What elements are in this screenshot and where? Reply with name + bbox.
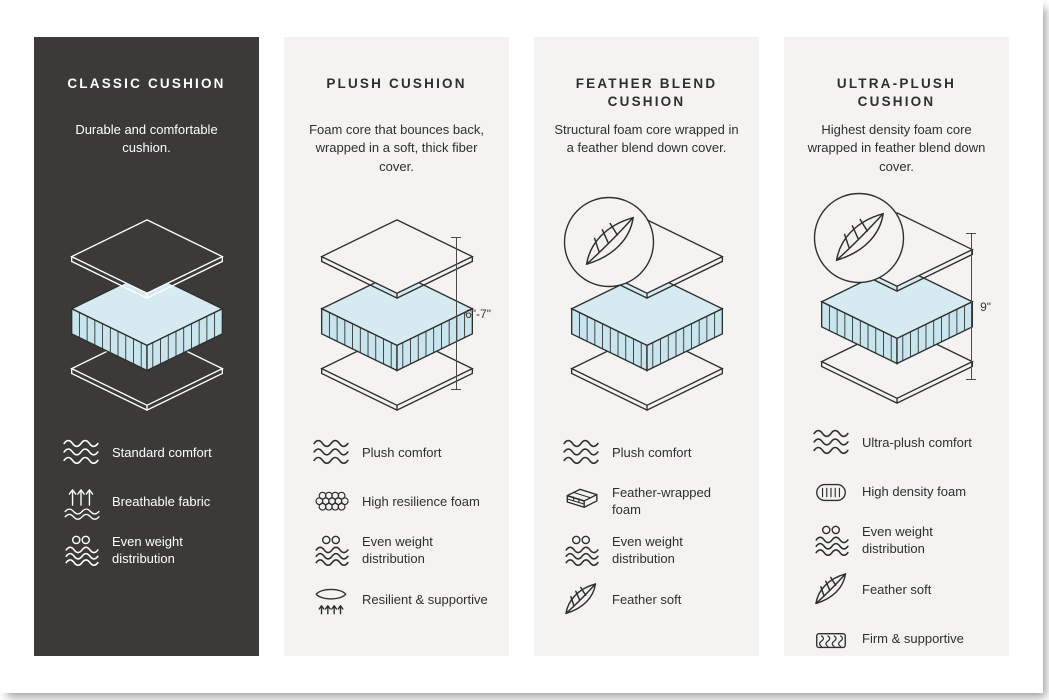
card-description: Durable and comfortable cushion. — [75, 122, 218, 156]
dimension-label: 9" — [980, 299, 991, 314]
feature-list: Plush comfort Feather-wrapped foam Even … — [552, 436, 741, 617]
waves-icon — [313, 439, 349, 465]
card-ultra-plush-cushion: ULTRA-PLUSH CUSHION Highest density foam… — [784, 37, 1009, 656]
cushion-illustration: 6"-7" — [302, 207, 491, 422]
feature-label: Feather-wrapped foam — [612, 485, 711, 517]
feature-label: Even weight distribution — [612, 534, 683, 566]
feature-row: Standard comfort — [62, 436, 241, 470]
card-title: FEATHER BLEND CUSHION — [575, 76, 718, 109]
cushion-illustration — [552, 196, 741, 422]
feature-label: Breathable fabric — [112, 493, 211, 509]
even-weight-icon — [565, 535, 599, 567]
feature-row: Firm & supportive — [812, 622, 991, 656]
waves-icon — [813, 429, 849, 455]
firm-supportive-icon — [815, 632, 847, 649]
feature-row: Feather soft — [562, 583, 741, 617]
card-classic-cushion: CLASSIC CUSHION Durable and comfortable … — [34, 37, 259, 656]
even-weight-icon — [315, 535, 349, 567]
even-weight-icon — [815, 525, 849, 557]
feature-row: Feather soft — [812, 573, 991, 607]
even-weight-icon — [65, 535, 99, 567]
feature-row: Plush comfort — [312, 436, 491, 470]
card-header: FEATHER BLEND CUSHION Structural foam co… — [552, 75, 741, 207]
feature-list: Plush comfort High resilience foam Even … — [302, 436, 491, 617]
dimension-label: 6"-7" — [465, 306, 491, 321]
dimension-line — [451, 237, 462, 390]
feature-label: Plush comfort — [612, 444, 692, 460]
feature-row: Even weight distribution — [562, 534, 741, 568]
high-density-icon — [815, 483, 847, 502]
feature-list: Standard comfort Breathable fabric Even … — [52, 436, 241, 568]
feature-label: Standard comfort — [112, 444, 212, 460]
height-dimension: 6"-7" — [451, 237, 491, 390]
feature-label: Feather soft — [612, 591, 682, 607]
feature-row: Ultra-plush comfort — [812, 426, 991, 460]
card-description: Highest density foam core wrapped in fea… — [807, 122, 986, 174]
feature-row: Plush comfort — [562, 436, 741, 470]
cushion-illustration: 9" — [802, 193, 991, 412]
card-description: Foam core that bounces back, wrapped in … — [309, 122, 484, 174]
feature-row: Resilient & supportive — [312, 583, 491, 617]
feather-badge-icon — [813, 193, 905, 284]
card-plush-cushion: PLUSH CUSHION Foam core that bounces bac… — [284, 37, 509, 656]
feature-label: Ultra-plush comfort — [862, 434, 972, 450]
breathable-icon — [64, 489, 100, 520]
feature-label: Feather soft — [862, 581, 932, 597]
resilience-foam-icon — [315, 491, 349, 511]
feather-wrapped-icon — [566, 488, 598, 509]
feature-label: Even weight distribution — [362, 534, 433, 566]
card-title: PLUSH CUSHION — [326, 76, 467, 91]
feature-row: Even weight distribution — [62, 534, 241, 568]
cushion-diagram — [70, 218, 223, 411]
feather-icon — [562, 583, 600, 617]
card-header: CLASSIC CUSHION Durable and comfortable … — [52, 75, 241, 207]
cushion-illustration — [52, 207, 241, 422]
feature-label: Firm & supportive — [862, 630, 964, 646]
feature-row: Feather-wrapped foam — [562, 485, 741, 519]
waves-icon — [63, 439, 99, 465]
card-title: CLASSIC CUSHION — [67, 76, 226, 91]
card-header: PLUSH CUSHION Foam core that bounces bac… — [302, 75, 491, 207]
card-description: Structural foam core wrapped in a feathe… — [554, 122, 739, 156]
feature-row: High resilience foam — [312, 485, 491, 519]
height-dimension: 9" — [966, 233, 991, 380]
feature-row: Even weight distribution — [312, 534, 491, 568]
feature-list: Ultra-plush comfort High density foam Ev… — [802, 426, 991, 656]
feature-row: High density foam — [812, 475, 991, 509]
feature-row: Breathable fabric — [62, 485, 241, 520]
card-header: ULTRA-PLUSH CUSHION Highest density foam… — [802, 75, 991, 203]
dimension-line — [966, 233, 977, 380]
feather-icon — [812, 573, 850, 607]
feature-label: Even weight distribution — [112, 534, 183, 566]
feather-badge-icon — [563, 196, 655, 288]
feature-label: Even weight distribution — [862, 524, 933, 556]
waves-icon — [563, 439, 599, 465]
resilient-supportive-icon — [315, 588, 347, 615]
card-title: ULTRA-PLUSH CUSHION — [836, 76, 957, 109]
feature-row: Even weight distribution — [812, 524, 991, 558]
feature-label: High density foam — [862, 483, 967, 499]
feature-label: High resilience foam — [362, 493, 480, 509]
card-feather-blend-cushion: FEATHER BLEND CUSHION Structural foam co… — [534, 37, 759, 656]
feature-label: Resilient & supportive — [362, 591, 488, 607]
feature-label: Plush comfort — [362, 444, 442, 460]
